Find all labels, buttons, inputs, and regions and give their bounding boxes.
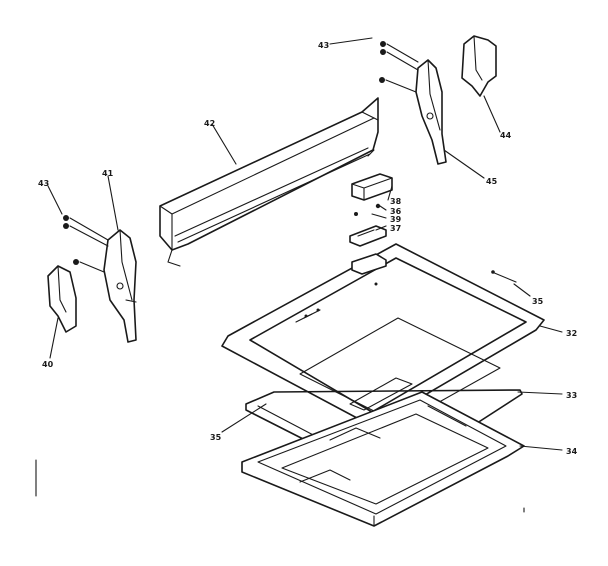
window-opening — [299, 317, 501, 425]
callouts: 43 44 45 42 38 36 39 37 43 41 40 35 32 3… — [38, 41, 578, 456]
callout-35-left: 35 — [210, 433, 222, 442]
part-44-right-end-cap — [461, 35, 497, 97]
margin-marks — [35, 459, 525, 513]
callout-42: 42 — [204, 119, 215, 128]
callout-32: 32 — [566, 329, 577, 338]
callout-37: 37 — [390, 224, 401, 233]
callout-45: 45 — [486, 177, 498, 186]
callout-43-left: 43 — [38, 179, 49, 188]
part-38-latch-handle — [351, 173, 393, 201]
part-42-trim-panel — [159, 97, 379, 267]
part-37-latch-plate — [349, 225, 387, 247]
callout-43-right: 43 — [318, 41, 329, 50]
callout-38: 38 — [390, 197, 402, 206]
callout-39: 39 — [390, 215, 402, 224]
part-35-screw-right — [491, 270, 517, 283]
part-43-screws-left — [63, 215, 109, 273]
part-40-left-end-cap — [47, 265, 77, 333]
part-36-39-screws — [354, 203, 381, 216]
callout-41: 41 — [102, 169, 114, 178]
callout-33: 33 — [566, 391, 577, 400]
part-41-left-bracket — [103, 229, 137, 343]
leader-lines — [47, 37, 563, 451]
callout-35-right: 35 — [532, 297, 544, 306]
part-45-right-bracket — [415, 59, 447, 165]
part-43-screws-right — [379, 41, 419, 93]
callout-44: 44 — [500, 131, 512, 140]
callout-40: 40 — [42, 360, 54, 369]
callout-36: 36 — [390, 207, 402, 216]
callout-34: 34 — [566, 447, 578, 456]
part-34-inner-panel — [241, 391, 525, 527]
part-32-door-frame — [221, 243, 545, 427]
